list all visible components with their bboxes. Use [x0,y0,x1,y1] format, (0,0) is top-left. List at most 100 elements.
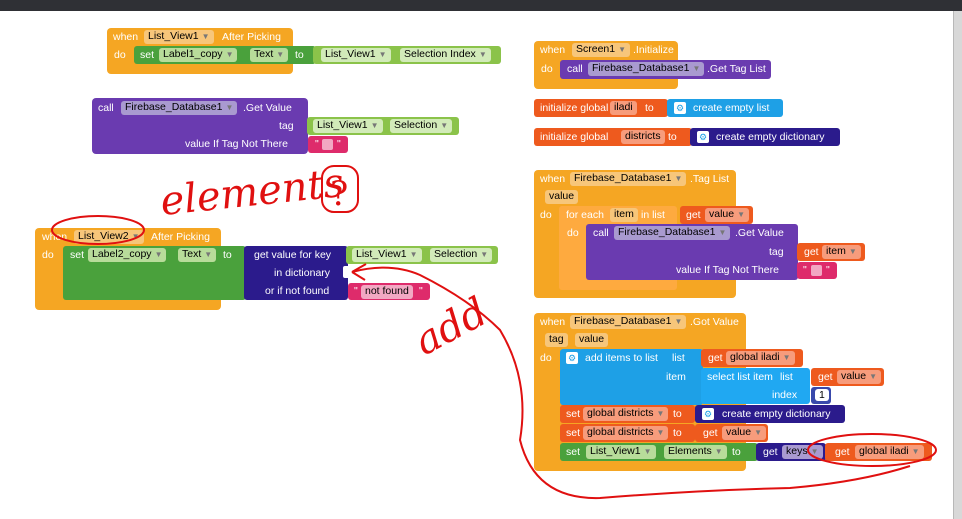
component-dropdown[interactable]: List_View1▼ [144,30,214,44]
gear-icon[interactable]: ⚙ [702,408,714,420]
in-list-label: in list [641,209,665,221]
for-each-label: for each [566,209,604,221]
property-dropdown[interactable]: Selection▼ [390,119,453,133]
event-name: After Picking [151,231,210,243]
to-keyword: to [673,427,682,439]
quote-open: " [315,138,319,150]
component-dropdown[interactable]: Screen1▼ [572,43,631,57]
component-dropdown[interactable]: List_View1▼ [352,248,422,262]
property-dropdown[interactable]: Selection▼ [430,248,493,262]
variable-dropdown[interactable]: value▼ [722,426,767,440]
param-label: value If Tag Not There [185,138,288,150]
variable-dropdown[interactable]: global districts▼ [583,426,669,440]
call-keyword: call [98,102,114,114]
param-label: item [666,371,686,383]
empty-text-input[interactable] [811,265,822,276]
empty-text-input[interactable] [322,139,333,150]
do-keyword: do [541,63,553,75]
set-keyword: set [566,408,581,420]
create-empty-list-label: create empty list [693,102,770,114]
call-keyword: call [567,63,583,75]
property-dropdown[interactable]: Text▼ [250,48,289,62]
to-keyword: to [223,249,232,261]
param-label: tag [769,246,784,258]
question-box [321,165,359,213]
do-keyword: do [540,352,552,364]
variable-dropdown[interactable]: value▼ [705,208,750,222]
loop-variable[interactable]: item [610,208,638,222]
empty-dictionary-socket[interactable] [343,266,351,278]
variable-name-input[interactable]: districts [621,130,665,144]
param-label: index [772,389,798,401]
component-dropdown[interactable]: Firebase_Database1▼ [614,226,731,240]
component-dropdown[interactable]: Label1_copy▼ [159,48,238,62]
param-label: tag [279,120,294,132]
component-dropdown[interactable]: Firebase_Database1▼ [570,315,687,329]
event-name: .Initialize [633,44,674,56]
add-items-label: add items to list [585,352,658,364]
select-list-item-label: select list item [707,371,773,383]
get-keyword: get [763,446,778,458]
do-keyword: do [42,249,54,261]
gear-icon[interactable]: ⚙ [674,102,686,114]
set-keyword: set [566,446,581,458]
get-keyword: get [835,446,850,458]
when-keyword: when [540,316,566,328]
to-keyword: to [668,131,677,143]
component-dropdown[interactable]: Label2_copy▼ [88,248,167,262]
variable-name-input[interactable]: iladi [610,101,637,115]
gear-icon[interactable]: ⚙ [697,131,709,143]
component-dropdown[interactable]: Firebase_Database1▼ [570,172,687,186]
event-param[interactable]: value [545,190,579,204]
text-input[interactable]: not found [361,285,413,299]
to-keyword: to [673,408,682,420]
init-global-label: initialize global [540,131,609,143]
elements-handwritten-text: elements [158,160,346,225]
component-dropdown[interactable]: List_View1▼ [313,119,383,133]
param-label: list [672,352,685,364]
method-name: .Get Value [735,227,784,239]
variable-dropdown[interactable]: global districts▼ [583,407,669,421]
set-keyword: set [70,249,85,261]
or-if-not-found-label: or if not found [265,285,330,297]
event-param[interactable]: tag [545,333,568,347]
component-dropdown[interactable]: Firebase_Database1▼ [588,62,705,76]
property-dropdown[interactable]: Selection Index▼ [400,48,491,62]
when-keyword: when [540,173,566,185]
to-keyword: to [645,102,654,114]
number-input[interactable]: 1 [815,389,829,401]
event-param[interactable]: value [575,333,609,347]
get-keyword: get [703,427,718,439]
do-keyword: do [114,49,126,61]
question-mark: ? [330,174,348,214]
component-dropdown[interactable]: List_View1▼ [321,48,391,62]
top-toolbar [0,0,962,11]
quote-open: " [354,285,358,297]
get-keyword: get [708,352,723,364]
variable-dropdown[interactable]: global iladi▼ [855,445,924,459]
init-global-label: initialize global [540,102,609,114]
property-dropdown[interactable]: Text▼ [178,248,217,262]
property-dropdown[interactable]: Elements▼ [664,445,727,459]
component-dropdown[interactable]: List_View1▼ [586,445,656,459]
method-name: .Get Tag List [707,63,766,75]
set-keyword: set [566,427,581,439]
call-keyword: call [593,227,609,239]
variable-dropdown[interactable]: value▼ [837,370,882,384]
gear-icon[interactable]: ⚙ [566,352,578,364]
do-keyword: do [540,209,552,221]
to-keyword: to [732,446,741,458]
component-dropdown[interactable]: List_View2▼ [74,230,144,244]
event-name: .Tag List [690,173,730,185]
variable-dropdown[interactable]: global iladi▼ [726,351,795,365]
dictionary-op-dropdown[interactable]: keys▼ [782,445,823,459]
variable-dropdown[interactable]: item▼ [822,245,861,259]
create-empty-dictionary-label: create empty dictionary [716,131,825,143]
vertical-scrollbar[interactable] [953,11,962,519]
to-keyword: to [295,49,304,61]
dictionary-block-bg [690,128,840,146]
quote-close: " [337,138,341,150]
component-dropdown[interactable]: Firebase_Database1▼ [121,101,238,115]
list-block-bg [667,99,783,117]
arrow-head [351,263,367,281]
